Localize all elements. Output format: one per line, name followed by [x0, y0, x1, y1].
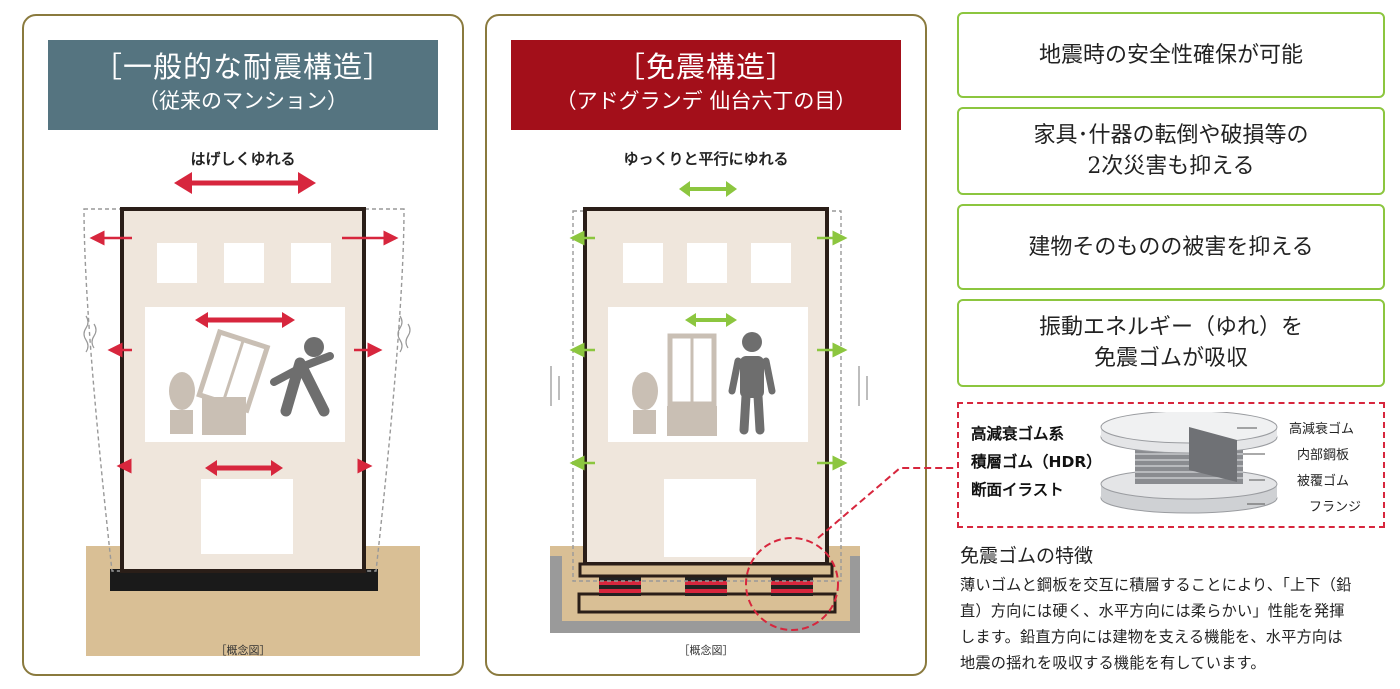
- hdr-title: 高減衰ゴム系 積層ゴム（HDR） 断面イラスト: [971, 420, 1102, 504]
- rubber-features-line-4: 地震の揺れを吸収する機能を有しています。: [960, 654, 1266, 672]
- isolation-shake-label: ゆっくりと平行にゆれる: [623, 150, 789, 168]
- isolation-caption: ［概念図］: [678, 644, 734, 657]
- conventional-title: ［一般的な耐震構造］: [92, 50, 393, 84]
- rubber-features-heading: 免震ゴムの特徴: [960, 545, 1094, 567]
- window: [224, 243, 264, 283]
- entrance: [201, 479, 293, 554]
- hdr-title-line-1: 高減衰ゴム系: [971, 425, 1065, 443]
- feature-4-line-2: 免震ゴムが吸収: [1093, 346, 1248, 371]
- isolation-title: ［免震構造］: [615, 50, 796, 84]
- falling-person-icon: [270, 337, 334, 417]
- foundation: [110, 569, 378, 591]
- conventional-shake-label: はげしくゆれる: [190, 150, 296, 168]
- conventional-caption: ［概念図］: [215, 644, 271, 657]
- feature-3-line-1: 建物そのものの被害を抑える: [1028, 234, 1314, 260]
- feature-box-4: 振動エネルギー（ゆれ）を 免震ゴムが吸収: [957, 299, 1385, 387]
- side-arrows: [89, 230, 399, 474]
- hdr-title-line-3: 断面イラスト: [971, 481, 1064, 499]
- gentle-shake-arrows: [687, 187, 729, 322]
- conventional-structure-panel: ［一般的な耐震構造］ （従来のマンション） はげしくゆれる: [22, 14, 464, 676]
- feature-box-1: 地震時の安全性確保が可能: [957, 12, 1385, 98]
- standing-person-icon: [728, 332, 776, 435]
- rubber-features-line-2: 直）方向には硬く、水平方向には柔らかい」性能を発揮: [960, 602, 1345, 620]
- isolation-title-box: ［免震構造］ （アドグランデ 仙台六丁の目）: [511, 40, 901, 130]
- conventional-subtitle: （従来のマンション）: [138, 89, 348, 113]
- box-icon: [202, 397, 246, 435]
- feature-1-line-1: 地震時の安全性確保が可能: [1038, 42, 1303, 68]
- upright-cabinet-icon: [667, 333, 717, 436]
- window: [623, 243, 663, 283]
- window: [291, 243, 331, 283]
- hdr-bearing-illustration: [1100, 412, 1278, 514]
- isolation-subtitle: （アドグランデ 仙台六丁の目）: [555, 89, 857, 113]
- window: [157, 243, 197, 283]
- hdr-label-flange: フランジ: [1309, 500, 1362, 515]
- feature-box-3: 建物そのものの被害を抑える: [957, 204, 1385, 290]
- shake-arrows: [184, 180, 306, 471]
- hdr-label-cover-rubber: 被覆ゴム: [1297, 474, 1350, 489]
- entrance: [664, 479, 756, 557]
- conventional-building-diagram: [83, 172, 420, 656]
- isolation-building-diagram: [550, 181, 868, 633]
- conventional-title-box: ［一般的な耐震構造］ （従来のマンション）: [48, 40, 438, 130]
- hdr-title-line-2: 積層ゴム（HDR）: [971, 453, 1102, 471]
- window: [687, 243, 727, 283]
- rubber-features-line-3: します。鉛直方向には建物を支える機能を、水平方向は: [960, 628, 1343, 646]
- window: [751, 243, 791, 283]
- plant-icon: [632, 372, 658, 434]
- rubber-features-description: 薄いゴムと鋼板を交互に積層することにより、「上下（鉛 直）方向には硬く、水平方向…: [960, 572, 1388, 676]
- feature-2-line-2: 2次災害も抑える: [1087, 154, 1255, 179]
- side-gentle-arrows: [569, 230, 848, 471]
- isolation-pit: [550, 556, 860, 633]
- feature-2-line-1: 家具･什器の転倒や破損等の: [1033, 123, 1309, 148]
- feature-4-line-1: 振動エネルギー（ゆれ）を: [1038, 315, 1303, 340]
- plant-icon: [169, 372, 195, 434]
- building-base: [578, 562, 834, 578]
- vibration-marks: [83, 315, 411, 353]
- vibration-marks: [550, 366, 868, 406]
- hdr-cross-section-box: 高減衰ゴム系 積層ゴム（HDR） 断面イラスト 高減衰ゴム 内部鋼板 被覆ゴム …: [957, 402, 1385, 528]
- feature-box-2: 家具･什器の転倒や破損等の 2次災害も抑える: [957, 107, 1385, 195]
- rubber-features-line-1: 薄いゴムと鋼板を交互に積層することにより、「上下（鉛: [960, 576, 1352, 594]
- hdr-label-internal-steel-plate: 内部鋼板: [1297, 448, 1350, 463]
- isolation-structure-panel: ［免震構造］ （アドグランデ 仙台六丁の目） ゆっくりと平行にゆれる: [485, 14, 927, 676]
- base-slab: [577, 592, 837, 614]
- bearing-highlight-circle: [745, 537, 839, 631]
- seismic-isolator-bearings: [599, 577, 813, 596]
- hdr-label-high-damping-rubber: 高減衰ゴム: [1289, 422, 1355, 437]
